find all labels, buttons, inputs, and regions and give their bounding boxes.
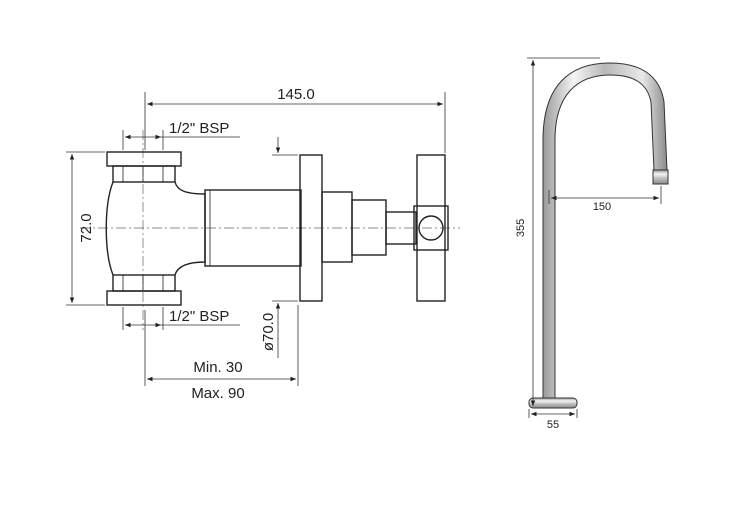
cross-handle <box>416 154 446 302</box>
max-depth-label: Max. 90 <box>191 385 244 402</box>
gooseneck-spout <box>542 62 668 399</box>
bottom-nut <box>106 290 182 306</box>
handle-screw <box>418 215 444 241</box>
handle-hub <box>413 205 449 251</box>
valve-body-left <box>105 181 114 276</box>
top-thread-label: 1/2" BSP <box>169 120 229 137</box>
bottom-nut-collar <box>112 274 176 292</box>
spout-view: 355 150 55 <box>515 57 669 431</box>
top-nut <box>106 151 182 167</box>
valve-body-right <box>174 181 206 276</box>
bonnet <box>321 191 353 263</box>
spout-height-label: 355 <box>515 219 527 237</box>
spout-base-label: 55 <box>547 419 559 431</box>
spout-base <box>528 397 578 409</box>
spindle <box>385 211 417 245</box>
bonnet-nut <box>351 199 387 256</box>
flange-diameter-label: ø70.0 <box>260 313 277 351</box>
spout-reach-label: 150 <box>593 201 611 213</box>
bottom-thread-label: 1/2" BSP <box>169 308 229 325</box>
spout-outlet <box>652 169 669 185</box>
valve-cylinder <box>204 189 302 267</box>
height-label: 72.0 <box>78 213 95 242</box>
top-nut-collar <box>112 165 176 183</box>
valve-side-view: 145.0 1/2" BSP 1/2" BSP 72.0 ø70.0 Min. … <box>66 86 460 402</box>
overall-length-label: 145.0 <box>277 86 315 103</box>
min-depth-label: Min. 30 <box>193 359 242 376</box>
